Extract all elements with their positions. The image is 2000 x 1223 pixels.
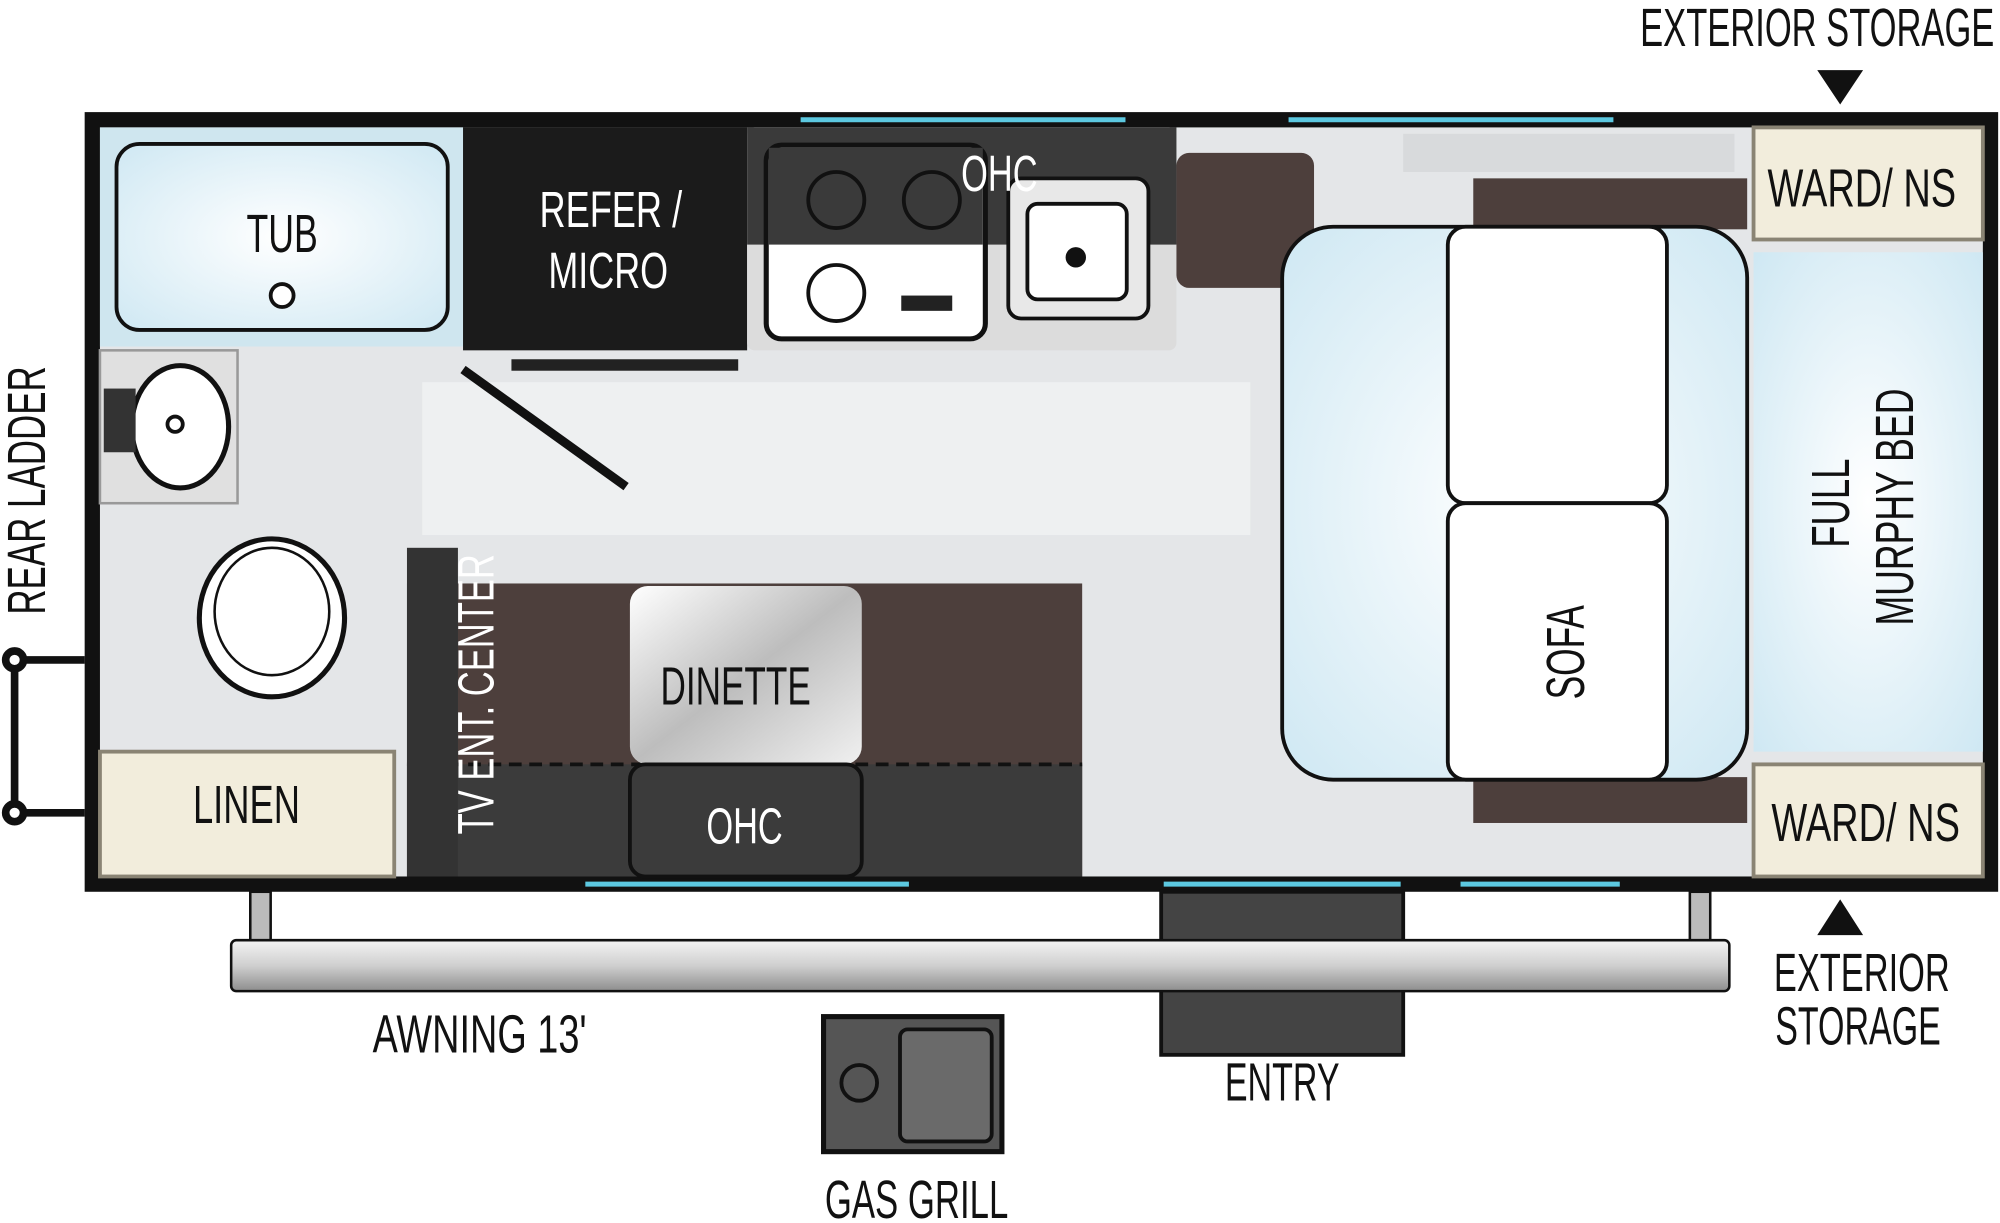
tub-drain-icon — [268, 282, 296, 309]
refer-label: REFER / — [539, 181, 682, 238]
bathroom-door — [460, 365, 629, 491]
exterior-storage-bottom-label-1: EXTERIOR — [1774, 944, 1950, 1003]
sofa-cushion — [1445, 224, 1669, 506]
stove-controls — [901, 295, 953, 311]
refrigerator-door — [511, 359, 739, 371]
awning-post — [1688, 890, 1712, 945]
sink-drain-icon — [165, 414, 185, 434]
floor-plank — [422, 382, 1251, 536]
murphy-bed — [1753, 252, 1983, 752]
linen-label: LINEN — [193, 776, 300, 835]
arrow-down-icon — [1817, 70, 1864, 105]
sofa-back — [1473, 777, 1748, 823]
dinette-ohc-center — [628, 762, 864, 879]
dinette-table — [629, 586, 862, 765]
grill-burner-icon — [839, 1063, 879, 1103]
sink-drain-icon — [1065, 247, 1086, 268]
exterior-storage-top-label: EXTERIOR STORAGE — [1640, 0, 1994, 58]
full-label: FULL — [1802, 459, 1861, 548]
toilet — [196, 536, 348, 700]
tub — [114, 142, 450, 332]
refrigerator — [463, 127, 748, 351]
stove-top — [768, 147, 983, 245]
murphy-bed-label: MURPHY BED — [1866, 389, 1925, 626]
gas-grill-label: GAS GRILL — [825, 1171, 1008, 1223]
awning — [229, 938, 1731, 993]
bath-sink — [129, 363, 232, 491]
dinette-label: DINETTE — [660, 657, 810, 716]
windows — [585, 117, 1620, 887]
awning-post — [249, 890, 272, 945]
ohc-dinette-label: OHC — [706, 797, 782, 854]
floor-plank — [1403, 133, 1735, 172]
faucet — [103, 388, 136, 453]
rear-ladder — [1, 647, 85, 826]
sofa-cushion — [1445, 501, 1669, 782]
rear-ladder-label: REAR LADDER — [0, 366, 57, 614]
ward-ns-top-label: WARD/ NS — [1768, 159, 1957, 218]
burner-icon — [806, 170, 962, 323]
grill-lid — [898, 1027, 994, 1144]
sofa-label: SOFA — [1537, 605, 1596, 699]
micro-label: MICRO — [548, 242, 668, 299]
end-table — [1176, 152, 1315, 288]
exterior-storage-bottom-label-2: STORAGE — [1775, 998, 1941, 1057]
tv-center — [406, 547, 458, 877]
tv-center-label: TV ENT. CENTER — [448, 554, 505, 834]
ward-ns-bottom-label: WARD/ NS — [1771, 794, 1960, 853]
wardrobe-bottom — [1751, 762, 1985, 879]
linen-closet — [98, 749, 397, 879]
entry-label: ENTRY — [1225, 1054, 1340, 1113]
ohc-kitchen-label: OHC — [961, 145, 1037, 202]
wardrobe-top — [1751, 125, 1985, 242]
tub-label: TUB — [246, 205, 317, 264]
awning-label: AWNING 13' — [373, 1005, 587, 1064]
arrow-up-icon — [1817, 899, 1864, 936]
toilet-seat — [213, 546, 331, 677]
sofa-back — [1473, 178, 1748, 230]
